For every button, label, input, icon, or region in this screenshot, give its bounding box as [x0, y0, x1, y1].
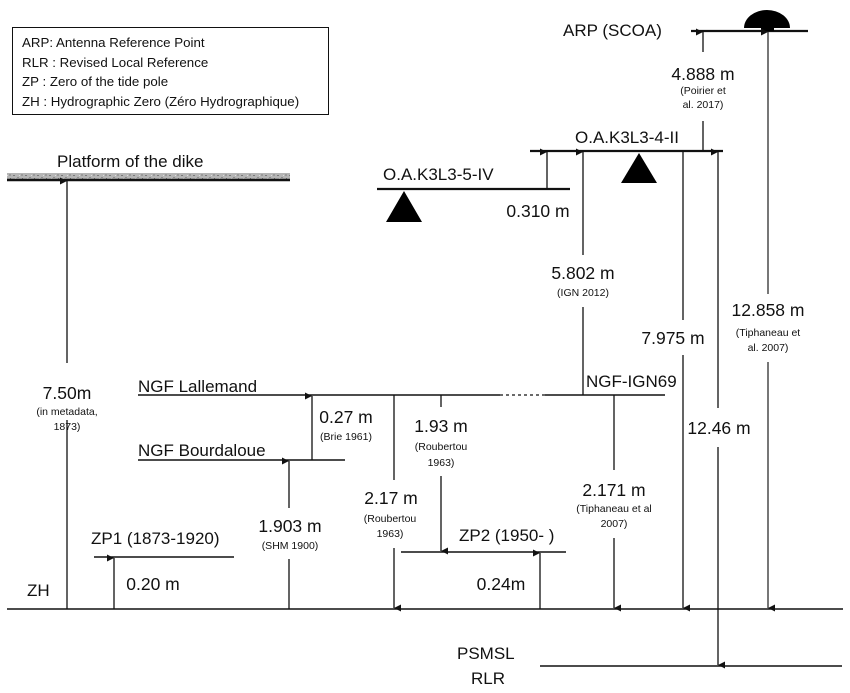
value-lallemand-to-zh: 2.17 m	[364, 488, 418, 508]
value-lallemand-to-zp2: 1.93 m	[414, 416, 468, 436]
legend-item-rlr: RLR : Revised Local Reference	[22, 54, 209, 70]
value-arp-from-zh: 12.858 m	[731, 300, 805, 320]
label-oak-4-ii: O.A.K3L3-4-II	[575, 128, 679, 147]
label-rlr: RLR	[471, 669, 506, 688]
value-arp-from-oak4: 4.888 m	[671, 64, 735, 84]
benchmark-oak-5-iv-icon	[386, 191, 422, 222]
level-platform	[7, 173, 290, 182]
label-platform: Platform of the dike	[57, 152, 204, 171]
antenna-icon	[744, 10, 790, 31]
value-ign69-to-zh: 2.171 m	[582, 480, 646, 500]
label-ngf-ign69: NGF-IGN69	[586, 372, 677, 391]
label-zp2: ZP2 (1950- )	[459, 526, 555, 545]
benchmark-oak-4-ii-icon	[621, 153, 657, 183]
source-lallemand-to-zp2-l2: 1963)	[427, 457, 455, 469]
value-oak4-from-zh: 7.975 m	[641, 328, 705, 348]
legend-item-zp: ZP : Zero of the tide pole	[22, 74, 169, 89]
value-bourdaloue-from-zh: 1.903 m	[258, 516, 322, 536]
label-zp1: ZP1 (1873-1920)	[91, 529, 220, 548]
source-oak4-from-ign69: (IGN 2012)	[557, 287, 609, 299]
value-platform-from-zh: 7.50m	[42, 383, 92, 403]
value-zp1-from-zh: 0.20 m	[126, 574, 180, 594]
label-oak-5-iv: O.A.K3L3-5-IV	[383, 165, 494, 184]
source-platform-from-zh-l2: 1873)	[53, 421, 81, 433]
label-ngf-lallemand: NGF Lallemand	[138, 377, 258, 396]
source-lallemand-to-zh-l2: 1963)	[376, 528, 404, 540]
source-arp-from-zh-l2: al. 2007)	[747, 342, 789, 354]
legend-item-zh: ZH : Hydrographic Zero (Zéro Hydrographi…	[22, 93, 300, 109]
value-zp2-from-zh: 0.24m	[476, 574, 526, 594]
label-ngf-bourdaloue: NGF Bourdaloue	[138, 441, 266, 460]
source-ign69-to-zh-l1: (Tiphaneau et al	[576, 503, 652, 515]
label-arp: ARP (SCOA)	[563, 21, 662, 40]
source-lallemand-from-bourdaloue: (Brie 1961)	[320, 431, 372, 443]
source-lallemand-to-zh-l1: (Roubertou	[363, 513, 417, 525]
value-oak4-from-ign69: 5.802 m	[551, 263, 615, 283]
legend-box: ARP: Antenna Reference Point RLR : Revis…	[12, 27, 329, 115]
value-oak4-to-rlr: 12.46 m	[687, 418, 751, 438]
value-oak4-from-oak5: 0.310 m	[506, 201, 570, 221]
legend-item-arp: ARP: Antenna Reference Point	[22, 35, 205, 50]
label-psmsl: PSMSL	[457, 644, 515, 663]
source-arp-from-zh-l1: (Tiphaneau et	[735, 327, 801, 339]
value-lallemand-from-bourdaloue: 0.27 m	[319, 407, 373, 427]
platform-texture	[7, 173, 290, 179]
source-arp-from-oak4-l1: (Poirier et	[680, 85, 726, 97]
source-ign69-to-zh-l2: 2007)	[600, 518, 628, 530]
source-platform-from-zh-l1: (in metadata,	[36, 406, 98, 418]
source-arp-from-oak4-l2: al. 2017)	[682, 99, 724, 111]
source-lallemand-to-zp2-l1: (Roubertou	[414, 441, 468, 453]
label-zh: ZH	[27, 581, 50, 600]
source-bourdaloue-from-zh: (SHM 1900)	[261, 540, 319, 552]
